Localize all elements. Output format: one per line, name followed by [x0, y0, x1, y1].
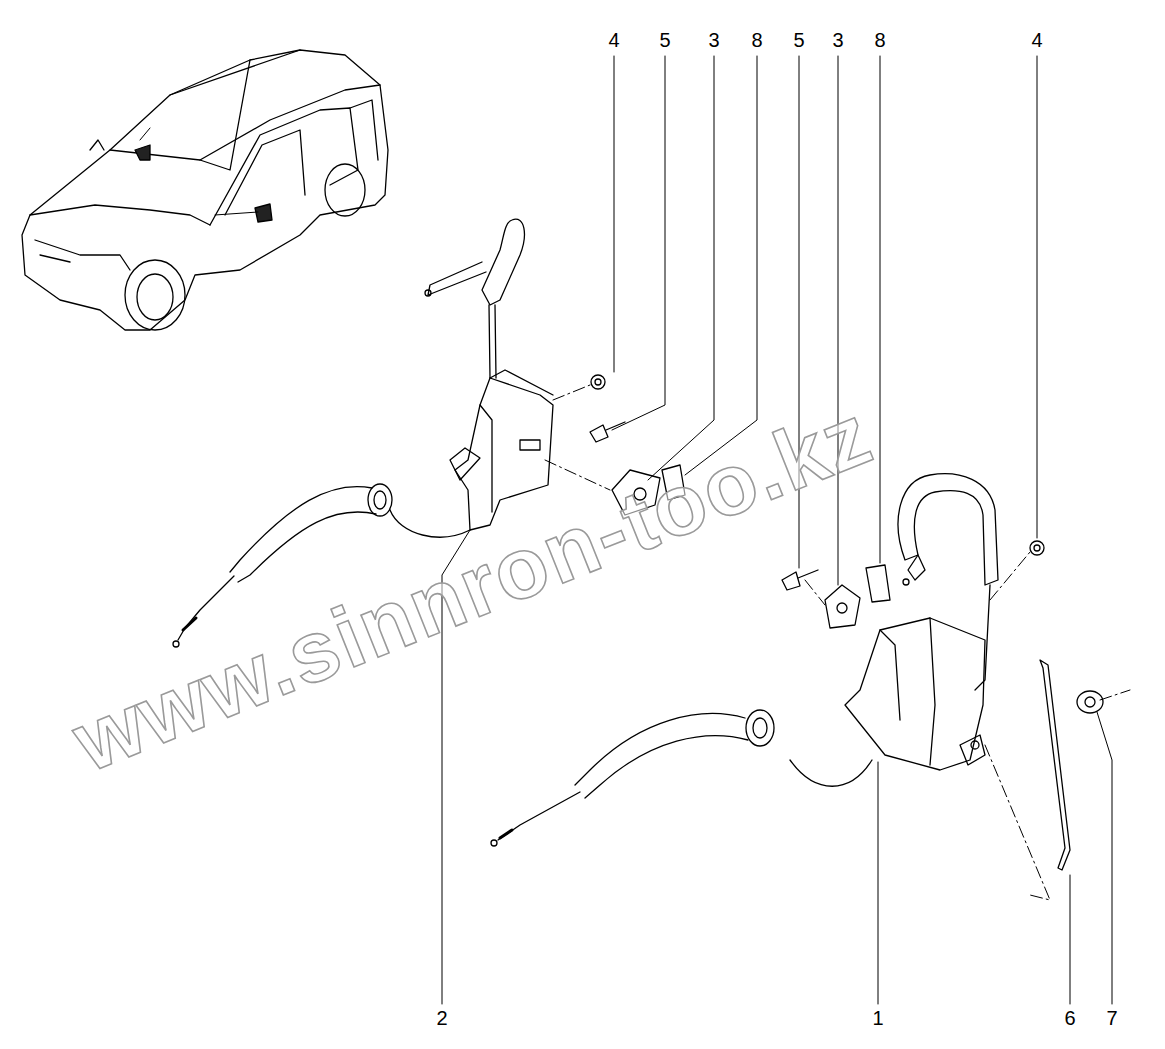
callout-number: 2	[434, 1007, 449, 1029]
callout-number: 6	[1062, 1007, 1077, 1029]
callout-number: 5	[657, 29, 672, 51]
callout-number: 3	[706, 29, 721, 51]
callout-number: 7	[1104, 1007, 1119, 1029]
callout-number: 5	[791, 29, 806, 51]
callout-number: 3	[830, 29, 845, 51]
callout-number: 8	[749, 29, 764, 51]
callout-number: 4	[1029, 29, 1044, 51]
callout-number: 4	[606, 29, 621, 51]
fasteners-right	[782, 541, 1103, 870]
car-sketch	[22, 50, 388, 330]
callout-number: 1	[870, 1007, 885, 1029]
callout-number: 8	[872, 29, 887, 51]
watermark: www.sinnron-too.kz	[62, 389, 883, 784]
